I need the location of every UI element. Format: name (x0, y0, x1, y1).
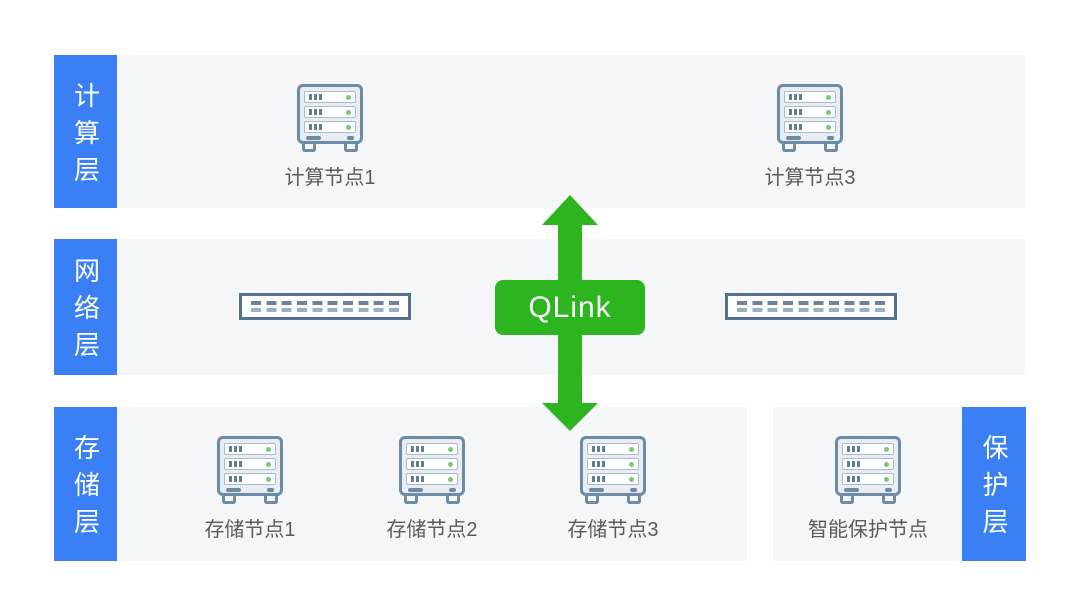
storage-node-3: 存储节点3 (523, 436, 703, 542)
compute-node-3: 计算节点3 (720, 84, 900, 190)
network-switch-icon-2 (725, 293, 897, 320)
storage-layer-tab: 存储层 (54, 407, 117, 561)
compute-node-1: 计算节点1 (240, 84, 420, 190)
protection-node-label: 智能保护节点 (808, 519, 928, 541)
network-layer-tab: 网络层 (54, 239, 117, 375)
storage-node-2: 存储节点2 (342, 436, 522, 542)
server-icon (399, 436, 465, 504)
compute-node-3-label: 计算节点3 (764, 167, 856, 189)
compute-layer-tab: 计算层 (54, 55, 117, 208)
network-layer-label: 网络层 (70, 257, 101, 368)
server-icon (835, 436, 901, 504)
compute-node-1-label: 计算节点1 (284, 167, 376, 189)
server-icon (297, 84, 363, 152)
qlink-badge: QLink (495, 280, 645, 335)
storage-node-3-label: 存储节点3 (567, 519, 659, 541)
storage-node-1-label: 存储节点1 (204, 519, 296, 541)
protection-node: 智能保护节点 (778, 436, 958, 542)
protection-layer-tab: 保护层 (962, 407, 1026, 561)
storage-node-1: 存储节点1 (160, 436, 340, 542)
network-switch-icon-1 (239, 293, 411, 320)
compute-layer-label: 计算层 (70, 81, 101, 193)
protection-layer-label: 保护层 (979, 434, 1009, 545)
server-icon (777, 84, 843, 152)
server-icon (217, 436, 283, 504)
storage-layer-label: 存储层 (70, 434, 101, 545)
compute-layer-panel (117, 55, 1025, 208)
server-icon (580, 436, 646, 504)
storage-node-2-label: 存储节点2 (386, 519, 478, 541)
qlink-label: QLink (528, 290, 612, 324)
